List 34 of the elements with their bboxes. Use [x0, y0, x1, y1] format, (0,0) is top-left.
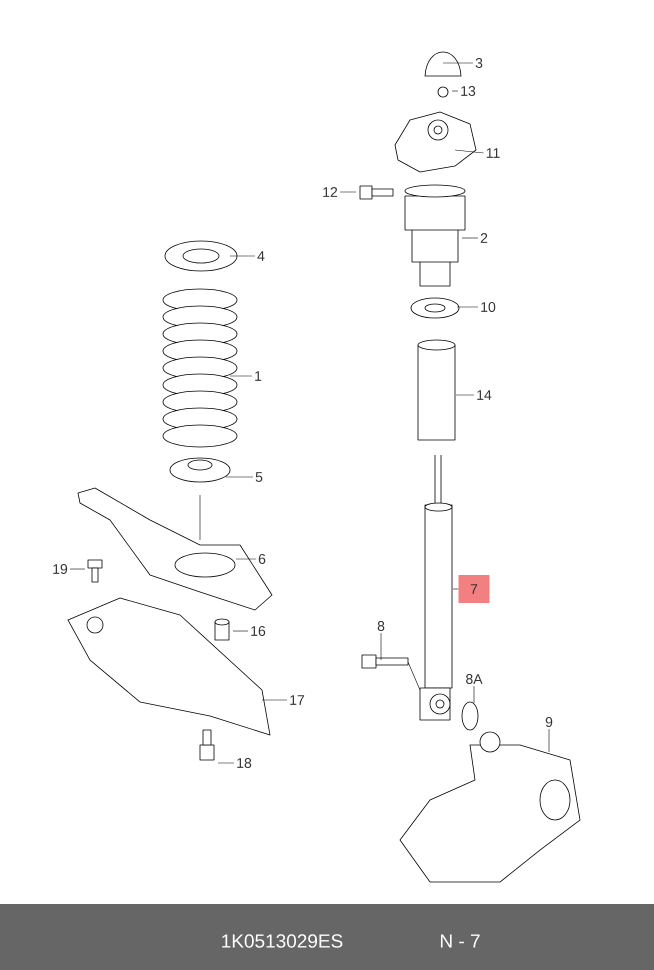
callout-number: 13 — [461, 86, 476, 96]
callout-number: 10 — [481, 302, 496, 312]
leader-line — [380, 632, 382, 660]
leader-line — [236, 558, 256, 560]
leader-line — [456, 394, 474, 396]
callout-number: 9 — [546, 717, 552, 727]
callout-number: 5 — [256, 472, 262, 482]
callout-number: 8A — [466, 674, 483, 684]
callout-number: 6 — [258, 554, 266, 564]
callout-number: 18 — [237, 758, 252, 768]
callout-number: 11 — [486, 148, 500, 158]
leader-line — [454, 150, 484, 154]
callout-number: 12 — [323, 187, 338, 197]
leader-line — [70, 568, 86, 570]
callout-number: 17 — [290, 695, 304, 705]
callout-number: 14 — [477, 390, 492, 400]
callout-number: 8 — [378, 621, 384, 631]
leader-line — [442, 62, 474, 64]
callout-number: 1 — [255, 371, 262, 381]
callout-number: 4 — [257, 251, 264, 261]
callout-number: 2 — [480, 233, 488, 243]
leader-line — [548, 728, 550, 752]
leader-line — [232, 630, 248, 632]
footer-text: N - 7 — [440, 934, 480, 948]
callout-number: 3 — [476, 58, 482, 68]
callout-number: 16 — [251, 626, 266, 636]
leader-line — [452, 588, 459, 590]
leader-line — [452, 90, 458, 92]
callout-number: 19 — [53, 564, 68, 574]
leader-line — [226, 476, 254, 478]
leader-line — [456, 306, 478, 308]
highlighted-callout-number: 7 — [458, 575, 490, 603]
leader-line — [218, 762, 234, 764]
footer-text: 1K0513029ES — [222, 934, 342, 948]
